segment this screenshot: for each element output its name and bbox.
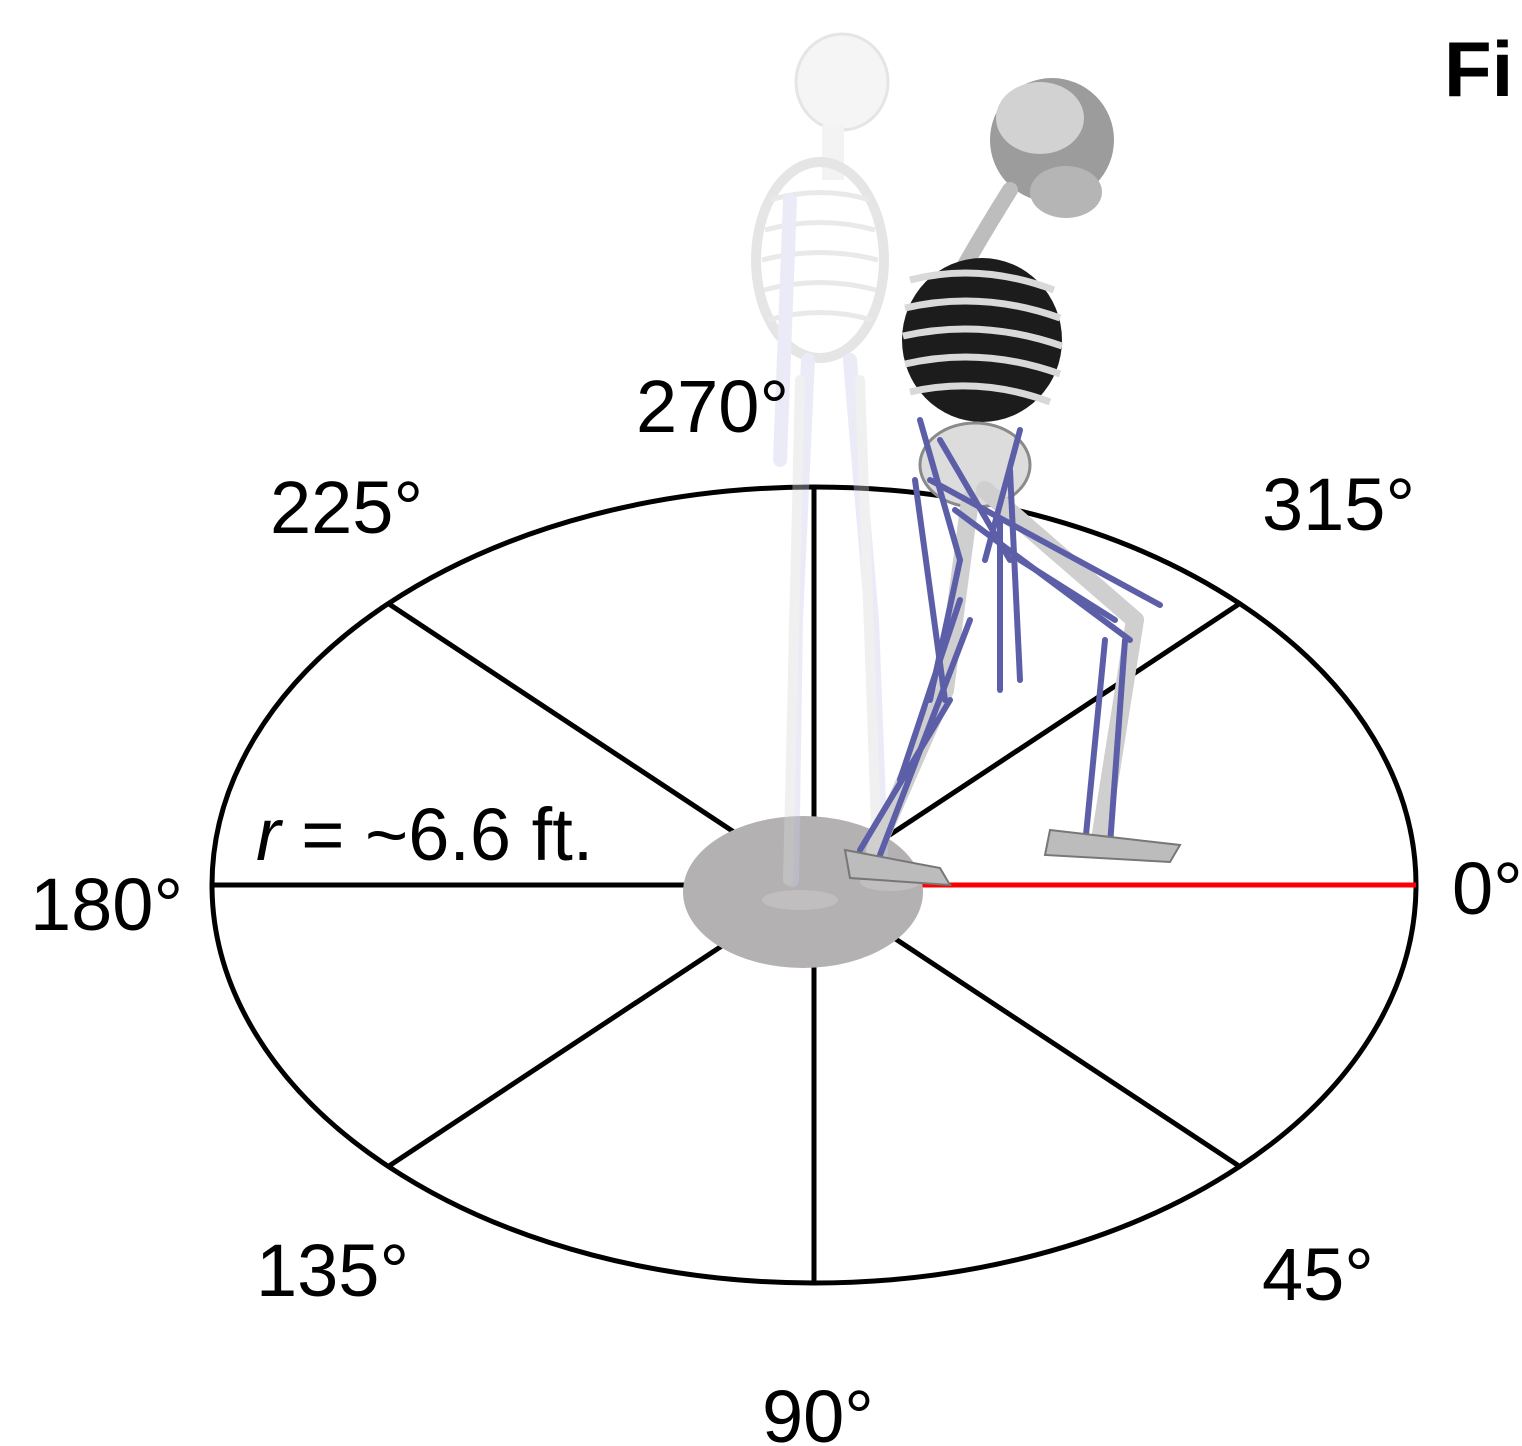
- figure-title: Fi: [1444, 25, 1513, 113]
- radius-value: = ~6.6 ft.: [281, 793, 594, 876]
- squatting-skeleton: [845, 78, 1180, 885]
- angle-label-315: 315°: [1262, 463, 1415, 546]
- angle-label-135: 135°: [256, 1229, 409, 1312]
- angle-label-0: 0°: [1452, 847, 1522, 930]
- angle-label-270: 270°: [636, 365, 789, 448]
- angle-label-90: 90°: [762, 1375, 874, 1446]
- angle-label-45: 45°: [1262, 1233, 1374, 1316]
- standing-skeleton-ghost: [756, 34, 920, 910]
- radius-label: r = ~6.6 ft.: [256, 793, 593, 876]
- angle-label-180: 180°: [30, 863, 183, 946]
- angle-label-225: 225°: [270, 466, 423, 549]
